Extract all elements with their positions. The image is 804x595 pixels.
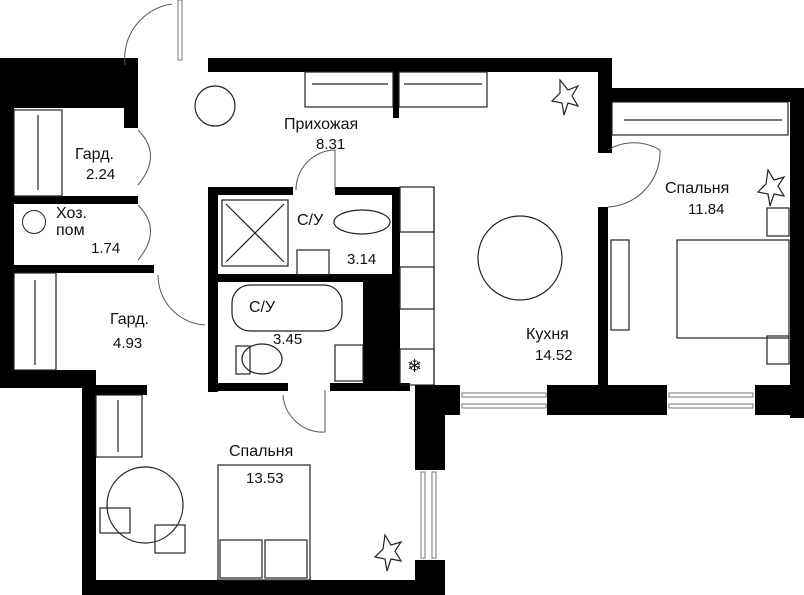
room-area-bathroom-2: 3.45 [273,331,303,348]
room-label-bedroom-bottom: Спальня [229,443,294,460]
room-label-wardrobe-small: Гард. [75,146,114,163]
room-area-wardrobe-small: 2.24 [86,166,116,183]
room-area-bedroom-right: 11.84 [688,201,725,218]
furniture [13,71,790,581]
room-area-wardrobe-large: 4.93 [113,335,143,352]
freezer-icon: ❄ [407,356,423,376]
room-area-utility: 1.74 [91,240,121,257]
room-area-kitchen: 14.52 [535,347,573,364]
walls [0,58,804,595]
room-label-bathroom-1: С/У [297,212,324,229]
doors [124,3,661,433]
room-label-wardrobe-large: Гард. [110,311,149,328]
room-label-bathroom-2: С/У [249,299,276,316]
room-label-hallway: Прихожая [284,116,359,133]
room-label-utility-line2: пом [56,222,85,239]
room-area-bedroom-bottom: 13.53 [246,470,284,487]
room-label-kitchen: Кухня [526,326,569,343]
room-label-utility-line1: Хоз. [56,205,87,222]
windows [177,0,754,559]
room-area-hallway: 8.31 [316,136,346,153]
room-area-bathroom-1: 3.14 [347,251,377,268]
electric-panel-icon [22,210,46,234]
room-label-bedroom-right: Спальня [665,180,730,197]
